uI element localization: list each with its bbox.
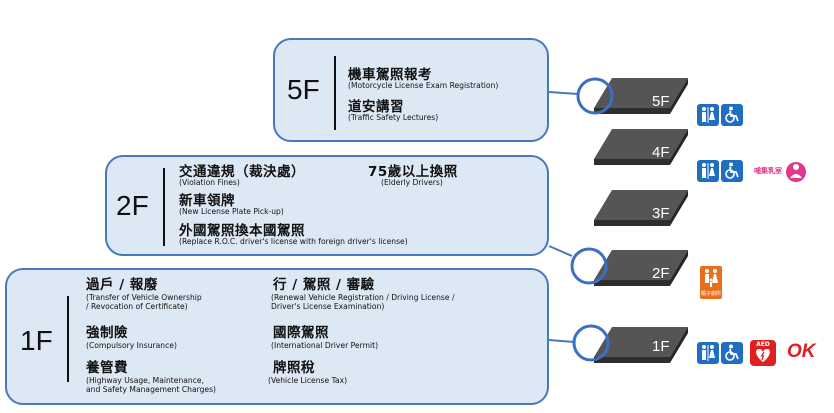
- floor-2f-panel: [105, 155, 549, 256]
- slab-label-1f: 1F: [652, 338, 670, 355]
- floor-1f-label: 1F: [20, 325, 53, 356]
- service-subtitle: (Vehicle License Tax): [268, 376, 348, 385]
- service-subtitle: (New License Plate Pick-up): [179, 207, 284, 216]
- slab-2f: [594, 250, 688, 286]
- service-title: 行 / 駕照 / 審驗: [273, 277, 375, 293]
- service-title: 道安講習: [348, 99, 404, 115]
- service-subtitle: (Renewal Vehicle Registration / Driving …: [271, 293, 455, 302]
- service-title: 新車領牌: [179, 193, 235, 209]
- divider: [67, 296, 69, 382]
- service-subtitle: (Compulsory Insurance): [86, 341, 177, 350]
- family-restroom-icon: 親子廁所: [700, 266, 722, 299]
- accessible-icon: [721, 160, 743, 182]
- service-subtitle: (Elderly Drivers): [381, 178, 443, 187]
- divider: [163, 168, 165, 246]
- service-title: 外國駕照換本國駕照: [179, 223, 305, 239]
- service-subtitle: (Motorcycle License Exam Registration): [348, 81, 499, 90]
- nursing-room-label: 哺集乳室: [754, 167, 782, 175]
- slab-label-4f: 4F: [652, 144, 670, 161]
- slab-label-5f: 5F: [652, 93, 670, 110]
- slab-label-3f: 3F: [652, 205, 670, 222]
- service-subtitle: (Replace R.O.C. driver's license with fo…: [179, 237, 408, 246]
- floor-5f-panel: [273, 38, 549, 142]
- connector-5f: [548, 91, 579, 95]
- accessible-icon: [721, 342, 743, 364]
- aed-label: AED: [756, 341, 770, 348]
- service-title: 過戶 / 報廢: [86, 277, 158, 293]
- floor-1f-panel: [5, 268, 549, 405]
- slab-4f: [594, 129, 688, 165]
- service-title: 國際駕照: [273, 325, 329, 341]
- service-title: 強制險: [86, 325, 128, 341]
- service-subtitle: and Safety Management Charges): [86, 385, 217, 394]
- floor-2f-label: 2F: [116, 190, 149, 221]
- slab-label-2f: 2F: [652, 265, 670, 282]
- divider: [334, 56, 336, 130]
- service-subtitle: (Highway Usage, Maintenance,: [86, 376, 204, 385]
- nursing-room-icon: 哺集乳室: [748, 158, 808, 186]
- restroom-icon: [697, 342, 719, 364]
- highlight-circle-1f: [572, 324, 610, 362]
- service-subtitle: (Transfer of Vehicle Ownership: [86, 293, 202, 302]
- ok-store-icon: OK: [787, 340, 817, 366]
- connector-1f: [548, 339, 575, 343]
- service-title: 機車駕照報考: [348, 67, 432, 83]
- floor-5f-label: 5F: [287, 74, 320, 105]
- slab-1f: [594, 327, 688, 363]
- slab-5f: [594, 78, 688, 114]
- service-subtitle: (Violation Fines): [179, 178, 240, 187]
- slab-3f: [594, 190, 688, 226]
- service-subtitle: Driver's License Examination): [271, 302, 385, 311]
- service-title: 75歲以上換照: [368, 164, 458, 180]
- highlight-circle-2f: [570, 247, 608, 285]
- ok-store-label: OK: [787, 341, 816, 362]
- service-title: 養管費: [86, 360, 128, 376]
- service-subtitle: (Traffic Safety Lectures): [348, 113, 439, 122]
- aed-icon: AED: [750, 340, 776, 366]
- service-subtitle: / Revocation of Certificate): [86, 302, 188, 311]
- highlight-circle-5f: [576, 77, 614, 115]
- restroom-icon: [697, 160, 719, 182]
- service-title: 牌照稅: [273, 360, 315, 376]
- accessible-icon: [721, 104, 743, 126]
- restroom-icon: [697, 104, 719, 126]
- family-restroom-label: 親子廁所: [700, 291, 721, 297]
- service-title: 交通違規（裁決處）: [179, 164, 305, 180]
- connector-2f: [548, 245, 573, 257]
- service-subtitle: (International Driver Permit): [271, 341, 379, 350]
